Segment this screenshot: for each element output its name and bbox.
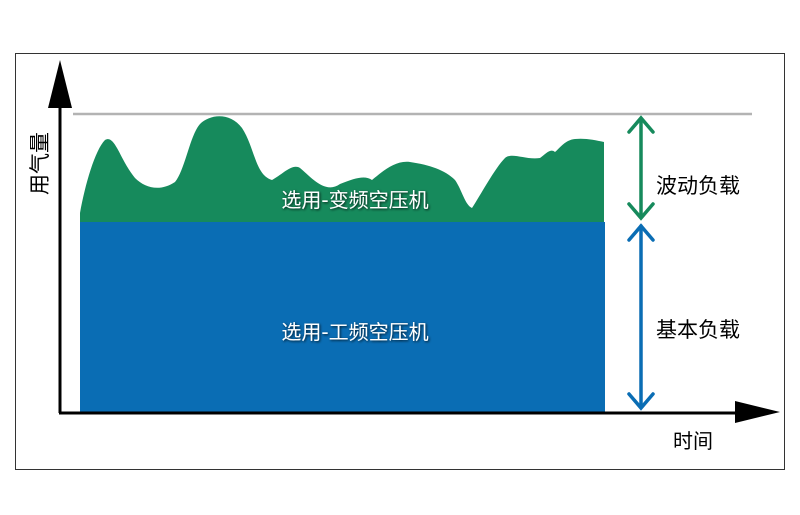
fluctuating-load-label: 波动负载 <box>656 174 740 198</box>
x-axis-label: 时间 <box>673 429 713 453</box>
y-axis-arrowhead <box>48 60 72 108</box>
variable-compressor-label: 选用-变频空压机 <box>281 188 428 212</box>
variable-load-area <box>80 116 604 222</box>
base-load-arrow <box>627 223 655 411</box>
base-load-label: 基本负载 <box>656 318 740 342</box>
fluctuating-load-arrow <box>627 115 655 221</box>
fixed-compressor-label: 选用-工频空压机 <box>281 320 428 344</box>
y-axis-label: 用气量 <box>28 132 52 195</box>
diagram-frame <box>15 53 785 470</box>
fixed-load-area <box>80 222 605 412</box>
x-axis-arrowhead <box>735 401 780 423</box>
